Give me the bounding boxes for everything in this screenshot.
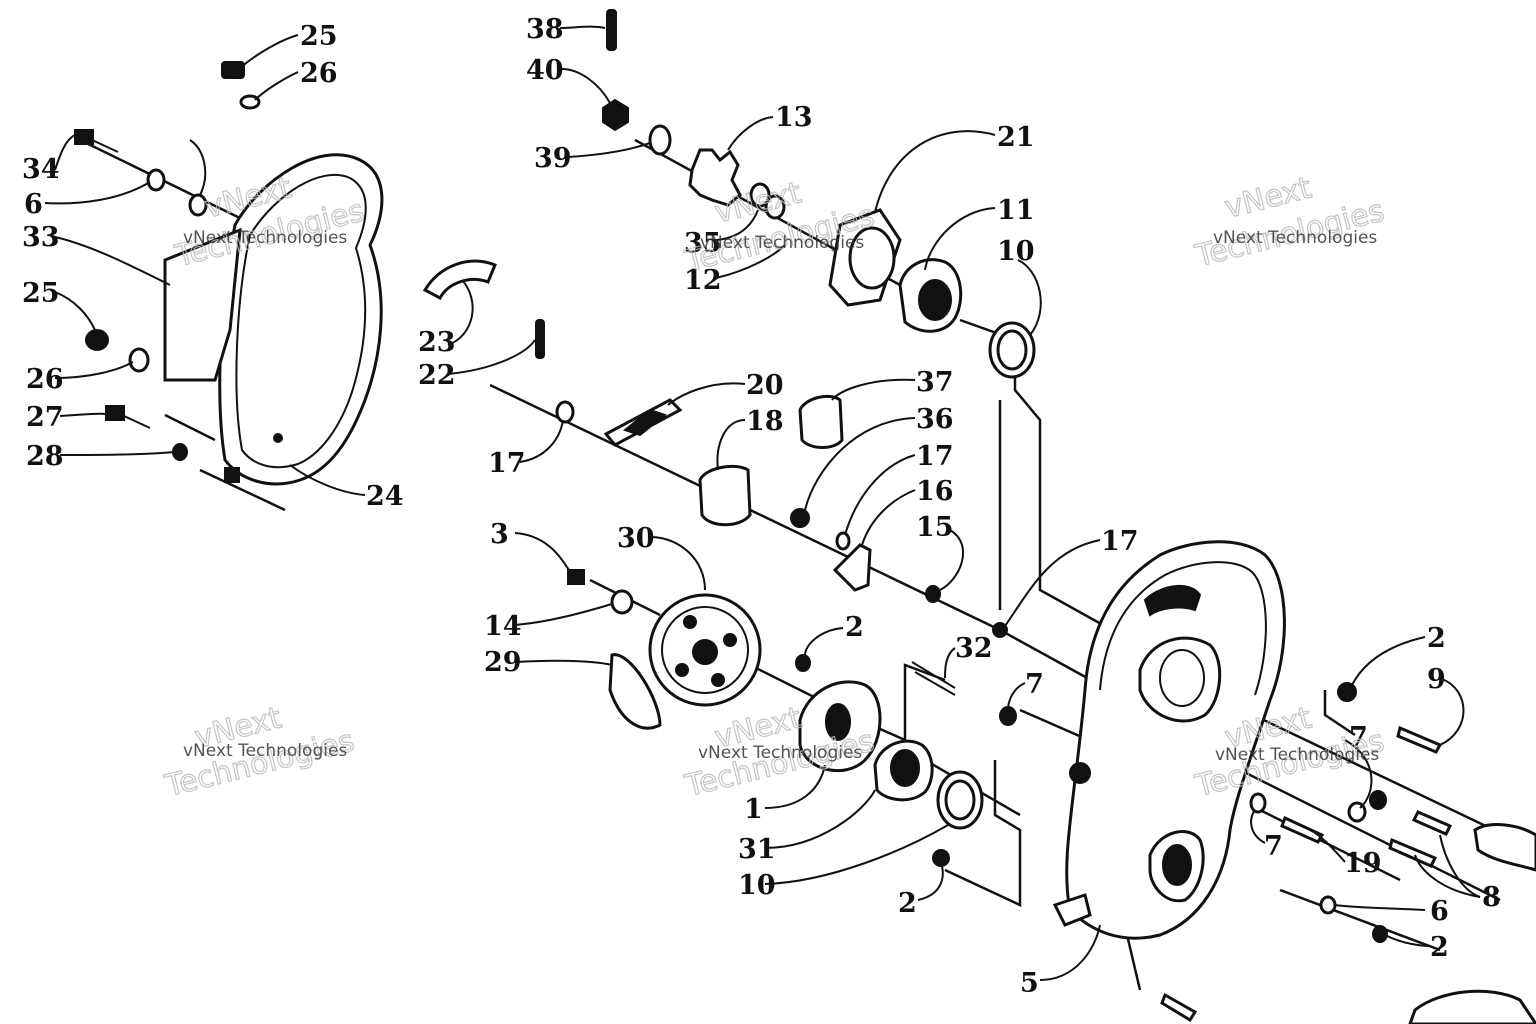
callout-17-right: 17: [1101, 526, 1139, 557]
watermark-text-5: vNext Technologies: [698, 743, 862, 763]
callout-33: 33: [22, 222, 60, 253]
hardware-left: [74, 61, 497, 461]
callout-13: 13: [775, 102, 813, 133]
callout-36: 36: [916, 404, 954, 435]
callout-6-right: 6: [1430, 896, 1449, 927]
watermark-text-1: vNext Technologies: [183, 228, 347, 248]
top-shaft-assembly: [602, 9, 1036, 379]
watermark-3: vNext Technologies: [1191, 170, 1389, 275]
callout-2-bottom-center: 2: [898, 888, 917, 919]
callout-28: 28: [26, 441, 64, 472]
callout-7-center: 7: [1025, 669, 1044, 700]
callout-17-mid: 17: [916, 441, 954, 472]
callout-25-left: 25: [22, 278, 60, 309]
callout-30: 30: [617, 523, 655, 554]
callout-32: 32: [955, 633, 993, 664]
middle-shaft-assembly: [535, 319, 941, 603]
callout-24: 24: [366, 481, 404, 512]
callout-38: 38: [526, 14, 564, 45]
callout-12: 12: [684, 265, 722, 296]
lower-left-assembly: [567, 569, 762, 730]
callout-27: 27: [26, 402, 64, 433]
callout-18: 18: [746, 406, 784, 437]
leader-lines: [44, 25, 1481, 981]
callout-21: 21: [997, 122, 1035, 153]
callout-16: 16: [916, 476, 954, 507]
callout-7-lower: 7: [1264, 831, 1283, 862]
callout-labels: 25 26 34 6 33 25 26 27 28 24 38 40 39 13…: [22, 14, 1501, 999]
callout-15: 15: [916, 512, 954, 543]
callout-2-center: 2: [845, 612, 864, 643]
watermark-text-6: vNext Technologies: [1215, 745, 1379, 765]
chain-case-cover: [163, 139, 384, 486]
callout-37: 37: [916, 367, 954, 398]
callout-10-bottom: 10: [738, 870, 776, 901]
callout-9: 9: [1427, 664, 1446, 695]
callout-35: 35: [684, 228, 722, 259]
lower-center-assembly: [795, 654, 984, 867]
callout-1: 1: [744, 794, 763, 825]
callout-26-top: 26: [300, 58, 338, 89]
callout-40: 40: [526, 55, 564, 86]
callout-3: 3: [490, 519, 509, 550]
callout-2-right-top: 2: [1427, 623, 1446, 654]
callout-26-left: 26: [26, 364, 64, 395]
watermark-text-3: vNext Technologies: [1213, 228, 1377, 248]
callout-20: 20: [746, 370, 784, 401]
callout-25-top: 25: [300, 21, 338, 52]
hardware-right: [992, 622, 1536, 1024]
callout-29: 29: [484, 647, 522, 678]
callout-6-left: 6: [24, 189, 43, 220]
callout-10-top: 10: [997, 236, 1035, 267]
callout-14: 14: [484, 611, 522, 642]
callout-11: 11: [997, 195, 1035, 226]
callout-19: 19: [1344, 848, 1382, 879]
callout-8: 8: [1482, 882, 1501, 913]
watermark-text-2: vNext Technologies: [700, 233, 864, 253]
callout-31: 31: [738, 834, 776, 865]
callout-22: 22: [418, 360, 456, 391]
chain-case-housing: [1052, 540, 1286, 940]
watermark-text-4: vNext Technologies: [183, 741, 347, 761]
callout-2-right-bottom: 2: [1430, 932, 1449, 963]
callout-7-right: 7: [1349, 722, 1368, 753]
callout-23: 23: [418, 327, 456, 358]
callout-17-left: 17: [488, 448, 526, 479]
callout-5: 5: [1020, 968, 1039, 999]
callout-39: 39: [534, 143, 572, 174]
callout-34: 34: [22, 154, 60, 185]
